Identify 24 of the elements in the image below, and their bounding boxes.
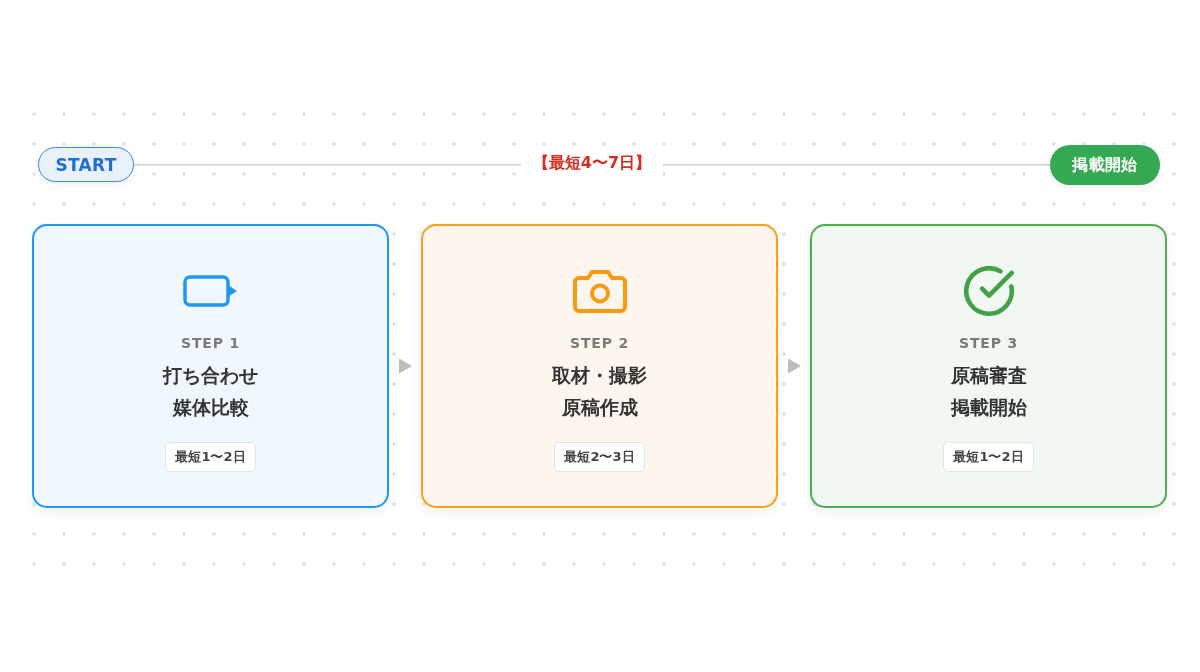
arrow [788, 358, 801, 374]
step-title: 取材・撮影 [552, 363, 647, 388]
pill-text: START [55, 154, 117, 175]
duration-chip [943, 442, 1034, 472]
step-title: 掲載開始 [950, 395, 1027, 420]
arrow [399, 358, 412, 374]
duration-text: 最短1〜2日 [175, 448, 246, 466]
start-pill [38, 147, 134, 182]
duration-text: 最短2〜3日 [564, 448, 635, 466]
duration-chip [165, 442, 256, 472]
step-card [810, 224, 1167, 508]
step-card [421, 224, 778, 508]
step-title: 媒体比較 [172, 395, 249, 420]
duration-chip [554, 442, 645, 472]
step-number: STEP 1 [181, 334, 240, 353]
pill-text: 掲載開始 [1072, 154, 1138, 176]
step-number: STEP 3 [959, 334, 1018, 353]
step-title: 打ち合わせ [163, 363, 258, 388]
step-card [32, 224, 389, 508]
goal-pill [1050, 145, 1160, 185]
step-number: STEP 2 [570, 334, 629, 353]
duration-text: 最短1〜2日 [953, 448, 1024, 466]
step-title: 原稿作成 [561, 395, 638, 420]
step-title: 原稿審査 [950, 363, 1027, 388]
